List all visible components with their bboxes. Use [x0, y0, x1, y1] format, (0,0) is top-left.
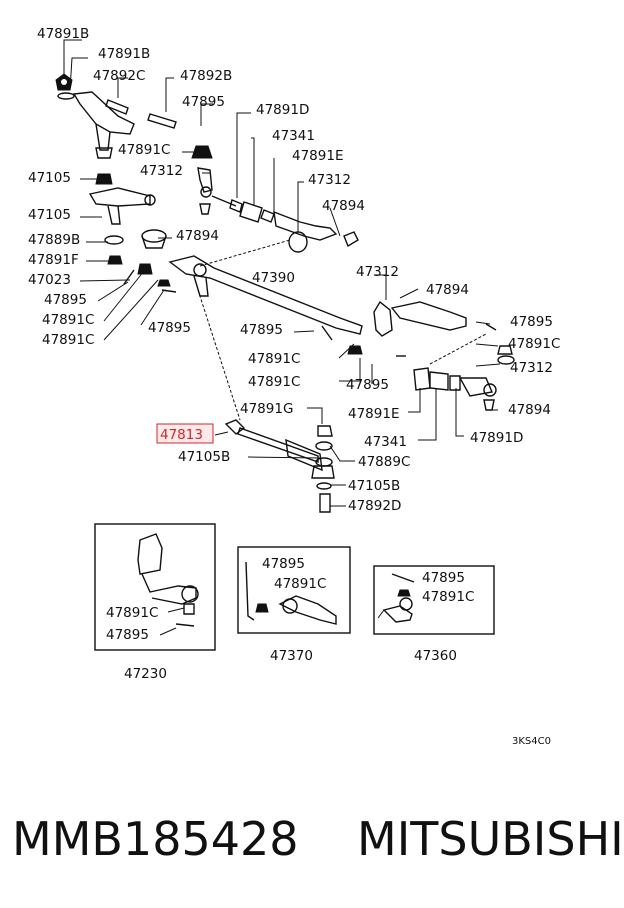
label-47891d: 47891D — [256, 102, 309, 118]
box-47370 — [237, 546, 351, 634]
label-47891c: 47891C — [508, 336, 560, 352]
label-47891c: 47891C — [248, 351, 300, 367]
label-47105b: 47105B — [178, 449, 230, 465]
label-47891c: 47891C — [118, 142, 170, 158]
label-47312: 47312 — [308, 172, 351, 188]
label-47895: 47895 — [422, 570, 465, 586]
label-47891c: 47891C — [248, 374, 300, 390]
pitman-arm-assembly — [55, 73, 177, 159]
part-number-caption: MMB185428 MITSUBISHI — [12, 812, 624, 866]
label-47894: 47894 — [508, 402, 551, 418]
label-47895: 47895 — [240, 322, 283, 338]
steering-damper — [224, 419, 335, 513]
label-47105: 47105 — [28, 170, 71, 186]
tie-rod-left — [191, 145, 359, 253]
label-47895: 47895 — [44, 292, 87, 308]
label-47894: 47894 — [426, 282, 469, 298]
label-47312: 47312 — [140, 163, 183, 179]
label-47895: 47895 — [182, 94, 225, 110]
label-47891b: 47891B — [37, 26, 89, 42]
label-47892c: 47892C — [93, 68, 145, 84]
label-47312: 47312 — [510, 360, 553, 376]
highlight-box — [156, 423, 214, 444]
diagram-code: 3KS4C0 — [512, 736, 551, 747]
label-47813-highlighted: 47813 — [160, 427, 203, 443]
label-47891e: 47891E — [292, 148, 343, 164]
label-47370: 47370 — [270, 648, 313, 664]
label-47891d: 47891D — [470, 430, 523, 446]
relay-rod — [123, 255, 363, 335]
box-47360 — [373, 565, 495, 635]
label-47892d: 47892D — [348, 498, 401, 514]
label-47360: 47360 — [414, 648, 457, 664]
parts-diagram: 47891B 47891B 47892C 47892B 47895 47891D… — [28, 26, 560, 747]
label-47230: 47230 — [124, 666, 167, 682]
label-47341: 47341 — [272, 128, 315, 144]
part-labels: 47891B 47891B 47892C 47892B 47895 47891D… — [28, 26, 560, 747]
label-47895: 47895 — [148, 320, 191, 336]
label-47894: 47894 — [322, 198, 365, 214]
label-47891e: 47891E — [348, 406, 399, 422]
label-47390: 47390 — [252, 270, 295, 286]
label-47895: 47895 — [262, 556, 305, 572]
label-47023: 47023 — [28, 272, 71, 288]
label-47895: 47895 — [510, 314, 553, 330]
label-47895: 47895 — [346, 377, 389, 393]
label-47891c: 47891C — [106, 605, 158, 621]
tie-rod-right — [321, 300, 515, 411]
label-47895: 47895 — [106, 627, 149, 643]
label-47891c: 47891C — [42, 332, 94, 348]
label-47891f: 47891F — [28, 252, 79, 268]
label-47894: 47894 — [176, 228, 219, 244]
label-47105b: 47105B — [348, 478, 400, 494]
label-47889b: 47889B — [28, 232, 80, 248]
label-47891c: 47891C — [422, 589, 474, 605]
label-47892b: 47892B — [180, 68, 232, 84]
label-47889c: 47889C — [358, 454, 410, 470]
label-47891c: 47891C — [42, 312, 94, 328]
label-47341: 47341 — [364, 434, 407, 450]
idler-arm-assembly — [88, 173, 167, 265]
label-47312: 47312 — [356, 264, 399, 280]
label-47891b: 47891B — [98, 46, 150, 62]
label-47891c: 47891C — [274, 576, 326, 592]
label-47105: 47105 — [28, 207, 71, 223]
label-47891g: 47891G — [240, 401, 293, 417]
box-47230 — [94, 523, 216, 651]
